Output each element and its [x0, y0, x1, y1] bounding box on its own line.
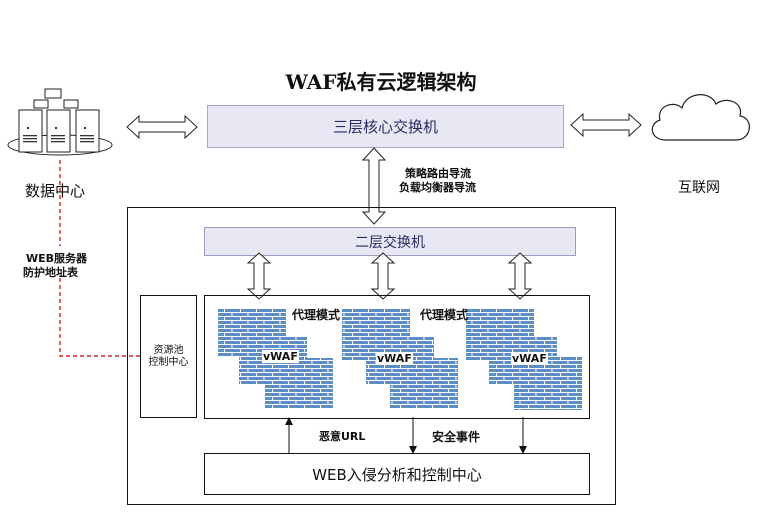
core-switch-label: 三层核心交换机 [332, 118, 438, 136]
vwaf-label: vWAF [262, 350, 299, 363]
internet-label: 互联网 [678, 180, 720, 196]
diagram-title: WAF私有云逻辑架构 [285, 70, 477, 94]
internet-cloud-icon [651, 94, 750, 141]
l2-switch: 二层交换机 [204, 227, 576, 256]
proxy-mode-label: 代理模式 [292, 308, 341, 322]
vertical-double-arrow-icon [370, 252, 396, 300]
resource-pool-control-center: 资源池 控制中心 [140, 295, 197, 418]
vwaf-label: vWAF [376, 352, 413, 365]
routing-note-line2: 负载均衡器导流 [399, 181, 476, 194]
vertical-double-arrow-icon [246, 252, 272, 300]
proxy-mode-label: 代理模式 [420, 308, 469, 322]
malicious-url-label: 恶意URL [319, 430, 366, 443]
datacenter-label: 数据中心 [25, 182, 86, 200]
web-server-note-line1: WEB服务器 [26, 252, 88, 265]
double-arrow-icon [126, 114, 198, 140]
l2-switch-label: 二层交换机 [355, 234, 425, 251]
core-switch: 三层核心交换机 [207, 105, 564, 148]
security-event-label: 安全事件 [432, 430, 481, 444]
web-server-note-line2: 防护地址表 [23, 266, 78, 279]
vertical-double-arrow-icon [507, 252, 533, 300]
resource-pool-line2: 控制中心 [148, 356, 189, 368]
routing-note-line1: 策略路由导流 [405, 167, 471, 180]
vertical-double-arrow-icon [361, 147, 387, 225]
resource-pool-line1: 资源池 [153, 344, 184, 356]
vwaf-label: vWAF [511, 352, 548, 365]
analysis-center-label: WEB入侵分析和控制中心 [312, 465, 482, 484]
datacenter-server-icon [7, 88, 113, 156]
waf-cluster-box [204, 295, 590, 419]
double-arrow-icon [570, 112, 642, 138]
web-intrusion-analysis-center: WEB入侵分析和控制中心 [204, 453, 590, 495]
